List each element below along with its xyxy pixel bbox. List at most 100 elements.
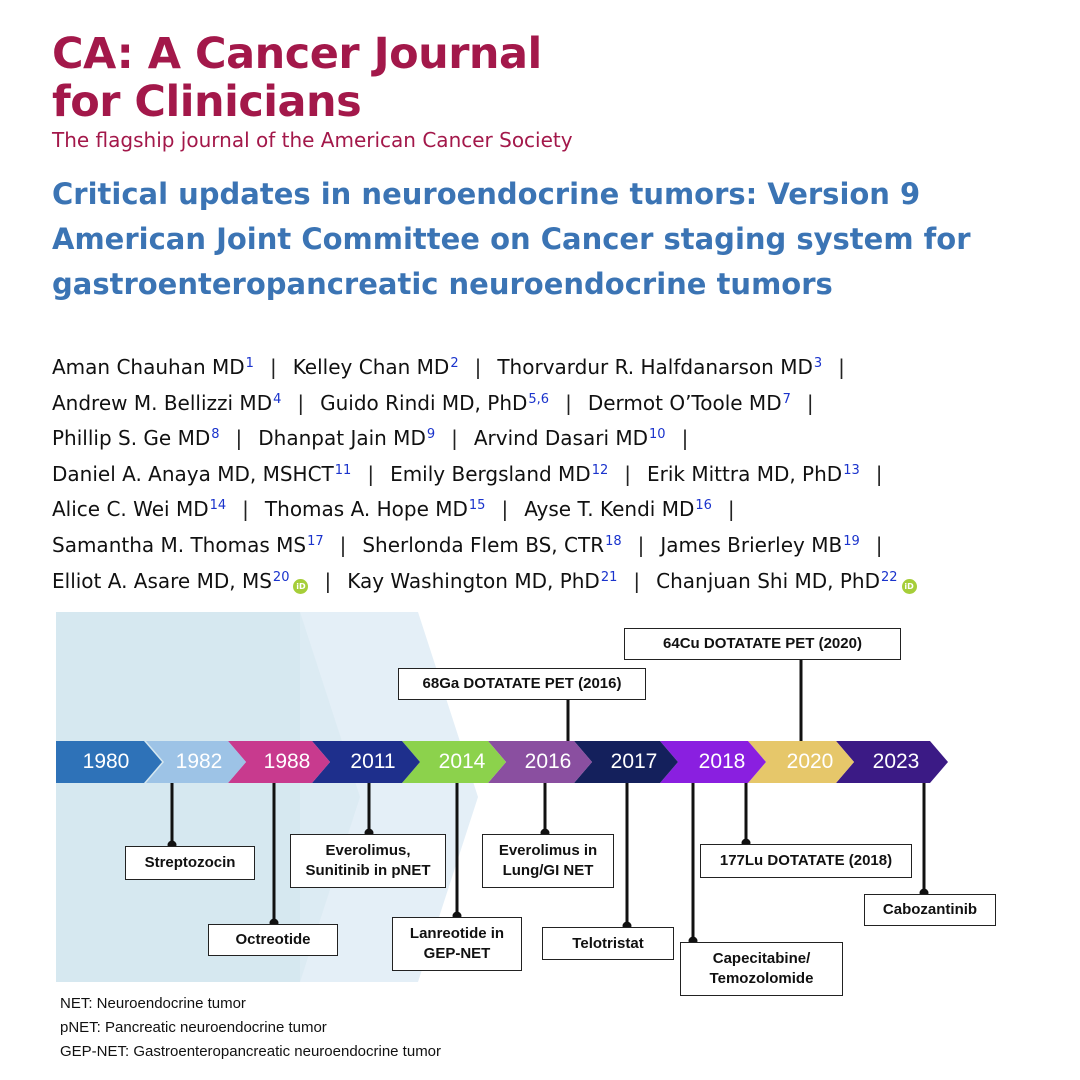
affiliation-superscript[interactable]: 16 (695, 498, 712, 514)
event-box-telotristat: Telotristat (542, 927, 674, 960)
author-name[interactable]: Dhanpat Jain MD9 (258, 426, 435, 450)
author-name[interactable]: Emily Bergsland MD12 (390, 462, 608, 486)
event-box-cabozantinib: Cabozantinib (864, 894, 996, 926)
author-line: Phillip S. Ge MD8 | Dhanpat Jain MD9 | Arvin… (52, 417, 1062, 453)
author-name-text: Guido Rindi MD, PhD (320, 390, 528, 415)
author-separator: | (339, 532, 347, 557)
year-label: 1988 (263, 750, 311, 773)
author-name-text: Andrew M. Bellizzi MD (52, 390, 273, 415)
abbreviation-legend: NET: Neuroendocrine tumor pNET: Pancreat… (60, 992, 441, 1064)
author-name[interactable]: Ayse T. Kendi MD16 (524, 497, 712, 521)
author-name-text: Erik Mittra MD, PhD (647, 461, 843, 486)
year-arrow-segment (146, 741, 246, 783)
author-line: Aman Chauhan MD1|Kelley Chan MD2|Thorvar… (52, 346, 1062, 382)
affiliation-superscript[interactable]: 8 (211, 427, 220, 443)
affiliation-superscript[interactable]: 5,6 (528, 391, 550, 407)
year-arrow-segment (56, 741, 162, 783)
affiliation-superscript[interactable]: 21 (600, 569, 618, 585)
author-name-text: Thorvardur R. Halfdanarson MD (497, 355, 813, 379)
event-box-lanreotide: Lanreotide in GEP-NET (392, 917, 522, 971)
affiliation-superscript[interactable]: 11 (334, 462, 352, 478)
author-name[interactable]: Daniel A. Anaya MD, MSHCT11 (52, 462, 351, 486)
author-name-text: Aman Chauhan MD (52, 355, 245, 379)
author-name-text: Chanjuan Shi MD, PhD (656, 568, 881, 593)
article-title: Critical updates in neuroendocrine tumor… (52, 172, 1052, 307)
affiliation-superscript[interactable]: 2 (450, 356, 459, 371)
affiliation-superscript[interactable]: 13 (843, 462, 860, 478)
orcid-icon[interactable]: iD (901, 578, 917, 594)
affiliation-superscript[interactable]: 18 (605, 533, 622, 549)
background-panel (56, 612, 300, 982)
author-name[interactable]: Kelley Chan MD2 (293, 355, 459, 379)
journal-name: CA: A Cancer Journal for Clinicians (52, 30, 542, 126)
affiliation-superscript[interactable]: 4 (273, 391, 282, 407)
author-separator: | (297, 390, 305, 415)
affiliation-superscript[interactable]: 7 (782, 391, 791, 407)
year-label: 2023 (872, 750, 920, 773)
background-chevron (300, 612, 360, 982)
affiliation-superscript[interactable]: 22 (881, 569, 898, 585)
affiliation-superscript[interactable]: 3 (813, 356, 823, 371)
legend-item: NET: Neuroendocrine tumor (60, 995, 246, 1012)
journal-name-line2: for Clinicians (52, 77, 362, 127)
journal-tagline: The flagship journal of the American Can… (52, 128, 573, 152)
affiliation-superscript[interactable]: 14 (209, 498, 227, 514)
event-box-octreotide: Octreotide (208, 924, 338, 956)
author-name[interactable]: Arvind Dasari MD10 (474, 426, 666, 450)
author-separator: | (806, 390, 814, 415)
year-label: 2011 (350, 750, 396, 773)
author-name-text: Arvind Dasari MD (473, 426, 649, 451)
author-name[interactable]: Phillip S. Ge MD8 (52, 426, 220, 450)
author-name[interactable]: Elliot A. Asare MD, MS20iD (52, 568, 309, 594)
author-separator: | (501, 497, 509, 522)
year-arrow-segment (488, 741, 592, 783)
author-name[interactable]: Samantha M. Thomas MS17 (52, 533, 324, 557)
orcid-icon[interactable]: iD (293, 578, 309, 594)
author-line: Daniel A. Anaya MD, MSHCT11 | Emily Bergsl… (52, 453, 1062, 489)
year-arrow-segment (748, 741, 854, 783)
affiliation-superscript[interactable]: 9 (426, 427, 436, 443)
author-name[interactable]: Aman Chauhan MD1 (52, 355, 254, 379)
author-name[interactable]: James Brierley MB19 (660, 533, 859, 557)
title-line: American Joint Committee on Cancer stagi… (52, 222, 971, 256)
affiliation-superscript[interactable]: 12 (591, 462, 609, 478)
author-name[interactable]: Dermot O’Toole MD7 (588, 391, 791, 415)
author-name-text: Elliot A. Asare MD, MS (52, 568, 272, 593)
year-label: 2018 (698, 750, 746, 773)
year-arrows (56, 741, 948, 783)
author-name[interactable]: Kay Washington MD, PhD21 (347, 569, 617, 593)
author-name[interactable]: Sherlonda Flem BS, CTR18 (362, 533, 621, 557)
event-box-177lu-dotatate: 177Lu DOTATATE (2018) (700, 844, 912, 878)
legend-item: GEP-NET: Gastroenteropancreatic neuroend… (60, 1043, 442, 1060)
affiliation-superscript[interactable]: 15 (468, 498, 486, 514)
year-arrow-segment (228, 741, 330, 783)
author-name[interactable]: Andrew M. Bellizzi MD4 (52, 391, 281, 415)
author-name-text: Dermot O’Toole MD (587, 390, 782, 415)
author-line: Alice C. Wei MD14|Thomas A. Hope MD15|Ay… (52, 488, 1062, 524)
author-name[interactable]: Guido Rindi MD, PhD5,6 (320, 391, 549, 415)
affiliation-superscript[interactable]: 19 (843, 533, 860, 549)
author-separator: | (235, 426, 243, 451)
author-name[interactable]: Erik Mittra MD, PhD13 (647, 462, 860, 486)
year-label: 2017 (610, 750, 658, 773)
event-box-streptozocin: Streptozocin (125, 846, 255, 880)
affiliation-superscript[interactable]: 1 (245, 356, 254, 371)
author-separator: | (324, 568, 332, 593)
affiliation-superscript[interactable]: 17 (307, 533, 324, 549)
author-name-text: Emily Bergsland MD (390, 461, 591, 486)
author-separator: | (451, 426, 458, 451)
author-separator: | (637, 532, 645, 557)
author-separator: | (624, 461, 631, 486)
author-name[interactable]: Chanjuan Shi MD, PhD22iD (656, 568, 917, 594)
author-name[interactable]: Alice C. Wei MD14 (52, 497, 226, 521)
author-name-text: Dhanpat Jain MD (258, 426, 426, 451)
author-name[interactable]: Thomas A. Hope MD15 (265, 497, 486, 521)
author-separator: | (875, 532, 883, 557)
author-separator: | (875, 461, 883, 486)
affiliation-superscript[interactable]: 10 (649, 427, 666, 443)
author-name[interactable]: Thorvardur R. Halfdanarson MD3 (497, 355, 822, 379)
journal-name-line1: CA: A Cancer Journal (52, 29, 542, 79)
year-label: 2016 (524, 750, 572, 773)
event-box-everolimus-sunitinib: Everolimus, Sunitinib in pNET (290, 834, 446, 888)
affiliation-superscript[interactable]: 20 (272, 569, 290, 585)
